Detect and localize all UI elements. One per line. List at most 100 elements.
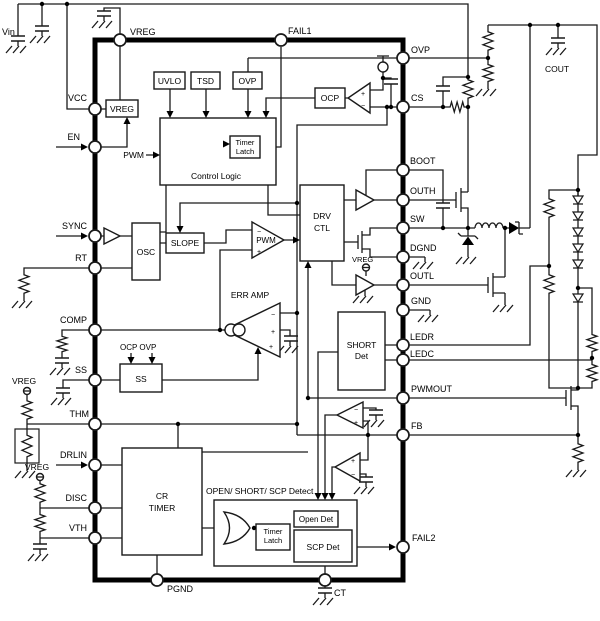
block-label-slope: SLOPE: [171, 238, 200, 248]
ss-block: [119, 363, 163, 393]
comparator-capacitor-1: [368, 409, 384, 416]
pin-rt: [88, 261, 102, 275]
drv-ctl-block: [299, 184, 345, 262]
sign-minus: −: [271, 312, 275, 319]
pin-gnd: [396, 303, 410, 317]
sign-minus: −: [351, 472, 355, 479]
tsd-block: [190, 71, 221, 90]
fb-sense-resistor: [572, 440, 584, 466]
block-label-tsd: TSD: [197, 76, 214, 86]
label-vreg-thm: VREG: [12, 376, 36, 386]
cr-timer-block: [121, 447, 203, 556]
pin-label-outl: OUTL: [410, 271, 434, 281]
pin-label-sw: SW: [410, 214, 425, 224]
bootstrap-capacitor: [435, 202, 451, 209]
ovp-block: [232, 71, 263, 90]
ic-pins: [88, 33, 410, 587]
outl-driver-buffer: [355, 273, 376, 297]
zener-diode: [462, 236, 474, 245]
pin-label-thm: THM: [70, 409, 90, 419]
rt-resistor: [18, 271, 30, 297]
label-ocp-ovp: OCP OVP: [120, 343, 156, 352]
pin-label-ovp: OVP: [411, 45, 430, 55]
pin-label-vreg: VREG: [130, 27, 156, 37]
pin-label-vth: VTH: [69, 523, 87, 533]
pin-ovp: [396, 51, 410, 65]
pin-disc: [88, 501, 102, 515]
pin-label-fail1: FAIL1: [288, 26, 312, 36]
current-sense-shunt: [462, 76, 474, 102]
pin-label-ledc: LEDC: [410, 349, 435, 359]
block-label-osc: OSC: [137, 247, 155, 257]
pin-vreg: [113, 33, 127, 47]
ss-capacitor: [55, 387, 71, 394]
short-det-block: [337, 311, 386, 391]
ocp-comparator: [346, 81, 371, 115]
block-label-ovp: OVP: [239, 76, 257, 86]
block-label-timer-latch-2a: Timer: [264, 527, 283, 536]
pin-label-cs: CS: [411, 93, 424, 103]
erramp-capacitor: [283, 335, 299, 342]
label-pwm-signal: PWM: [123, 150, 144, 160]
thm-pullup-resistor: [21, 397, 33, 423]
block-label-short-det-a: SHORT: [347, 340, 377, 350]
sign-minus: −: [354, 407, 358, 414]
junction-dots: [39, 1, 595, 531]
sign-plus: +: [269, 344, 273, 351]
pin-label-ss: SS: [75, 365, 87, 375]
comparator-capacitor-2: [358, 476, 374, 483]
block-label-timer-latch-1b: Latch: [236, 147, 254, 156]
err-amp: [222, 301, 281, 359]
block-label-ctl: CTL: [314, 223, 330, 233]
ovp-divider-resistor-1: [482, 28, 494, 54]
sign-plus: +: [354, 420, 358, 427]
scp-det-block: [293, 529, 353, 563]
pin-drlin: [88, 458, 102, 472]
sign-plus: +: [257, 249, 261, 256]
pin-label-vin: Vin: [2, 27, 15, 37]
schottky-diode: [509, 222, 519, 234]
outh-driver-buffer: [355, 188, 376, 212]
or-gate: [222, 511, 251, 545]
comp-resistor: [56, 333, 68, 355]
pin-ledr: [396, 338, 410, 352]
ledc-divider-resistor-2: [586, 361, 598, 385]
diodes: [462, 195, 584, 303]
pin-label-rt: RT: [75, 253, 87, 263]
fb-comparator-lower: [333, 451, 361, 483]
sign-minus: −: [361, 103, 365, 110]
timer-latch-block-2: [255, 523, 291, 551]
block-label-scp-det: SCP Det: [307, 542, 341, 552]
pin-outh: [396, 193, 410, 207]
pin-label-en: EN: [67, 132, 80, 142]
block-label-vreg: VREG: [110, 104, 134, 114]
cout-capacitor: [550, 37, 566, 44]
label-vreg-driver: VREG: [352, 255, 373, 264]
label-err-amp: ERR AMP: [231, 290, 270, 300]
pin-label-gnd: GND: [411, 296, 432, 306]
vreg-block: [105, 99, 139, 118]
ocp-block: [314, 87, 346, 109]
pin-ss: [88, 373, 102, 387]
vth-capacitor: [32, 543, 48, 550]
labels: Vin VREG FAIL1 VCC EN SYNC RT COMP SS TH…: [2, 26, 569, 598]
resistors: [14, 28, 598, 535]
pwm-comparator: [251, 220, 286, 260]
label-vreg-disc: VREG: [25, 462, 49, 472]
pin-ledc: [396, 353, 410, 367]
osc-block: [131, 222, 161, 281]
pin-fb: [396, 428, 410, 442]
pin-sync: [88, 229, 102, 243]
pin-thm: [88, 417, 102, 431]
block-label-control-logic: Control Logic: [191, 171, 242, 181]
pin-ct: [318, 573, 332, 587]
pin-boot: [396, 163, 410, 177]
block-label-cr: CR: [156, 491, 168, 501]
pin-label-boot: BOOT: [410, 156, 436, 166]
ct-capacitor: [317, 587, 333, 594]
pin-label-dgnd: DGND: [410, 243, 437, 253]
block-label-uvlo: UVLO: [158, 76, 182, 86]
fb-comparator-upper: [335, 400, 364, 430]
thermistor-element: [21, 431, 33, 461]
